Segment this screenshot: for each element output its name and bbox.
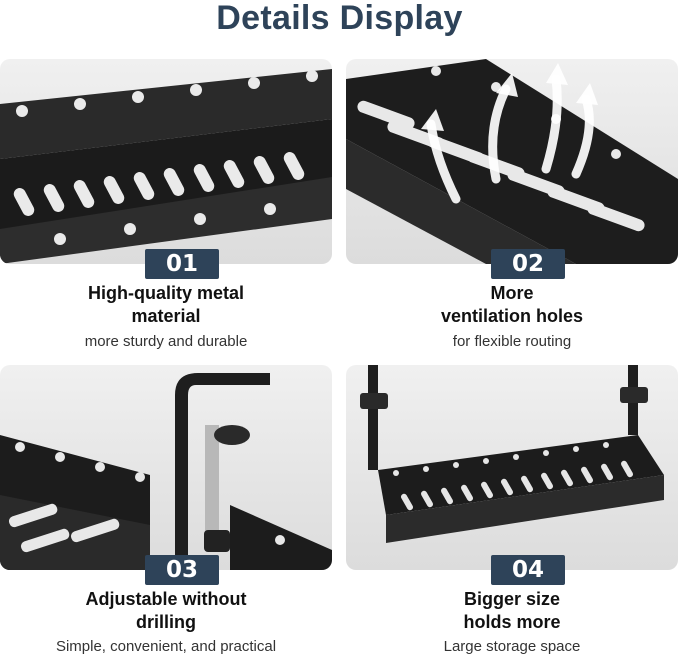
feature-number-badge: 01 xyxy=(145,249,219,279)
feature-image-metal-material xyxy=(0,59,332,264)
feature-heading: High-quality metal xyxy=(87,283,244,303)
feature-subtitle: for flexible routing xyxy=(452,333,572,350)
tray-closeup-illustration xyxy=(0,69,332,264)
feature-heading: Bigger size xyxy=(463,589,561,609)
feature-heading: Adjustable without xyxy=(85,589,247,609)
feature-subtitle: more sturdy and durable xyxy=(84,333,248,350)
tray-clamp-illustration xyxy=(0,373,332,570)
feature-subtitle: Simple, convenient, and practical xyxy=(55,638,277,655)
feature-image-ventilation xyxy=(346,59,678,264)
feature-number-badge: 04 xyxy=(491,555,565,585)
feature-heading: material xyxy=(131,306,201,326)
page-title: Details Display xyxy=(216,0,463,37)
tray-full-illustration xyxy=(360,365,664,543)
feature-heading: drilling xyxy=(136,612,196,632)
tray-ventilation-illustration xyxy=(346,59,678,264)
feature-heading: ventilation holes xyxy=(440,306,584,326)
feature-image-full-tray xyxy=(346,365,678,570)
feature-heading: holds more xyxy=(463,612,561,632)
feature-number-badge: 03 xyxy=(145,555,219,585)
feature-heading: More xyxy=(490,283,534,303)
feature-subtitle: Large storage space xyxy=(443,638,581,655)
feature-image-clamp xyxy=(0,365,332,570)
feature-number-badge: 02 xyxy=(491,249,565,279)
